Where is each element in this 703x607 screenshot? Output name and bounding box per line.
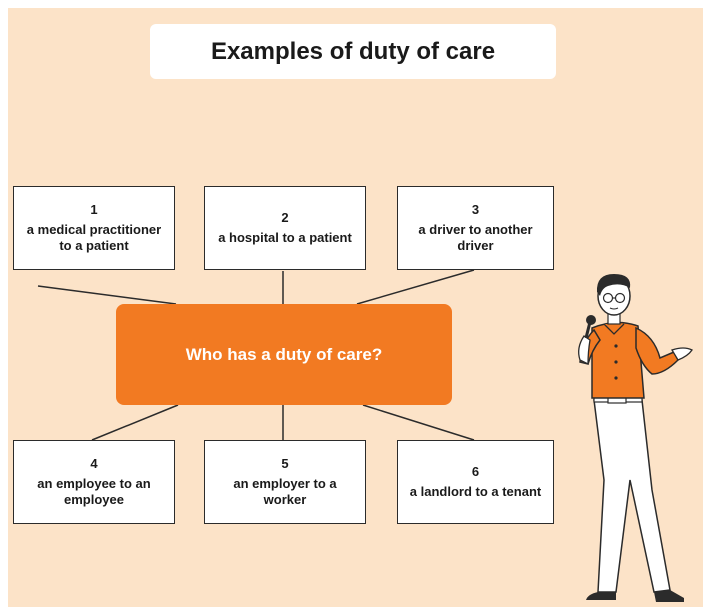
diagram-canvas: Examples of duty of care 1 a medical pra… [8,8,703,607]
card-text: a medical practitioner to a patient [26,222,162,253]
card-4: 4 an employee to an employee [13,440,175,524]
card-1: 1 a medical practitioner to a patient [13,186,175,270]
card-number: 2 [281,210,289,225]
connector-lines [37,269,475,441]
card-number: 4 [90,456,98,471]
connector-4 [91,404,179,441]
card-text: an employer to a worker [233,476,337,507]
central-question: Who has a duty of care? [116,304,452,405]
card-3: 3 a driver to another driver [397,186,554,270]
connector-1 [37,285,177,305]
card-text: an employee to an employee [37,476,151,507]
card-number: 1 [90,202,98,217]
connector-6 [362,404,475,441]
card-5: 5 an employer to a worker [204,440,366,524]
card-number: 3 [471,202,480,217]
card-text: a landlord to a tenant [409,484,542,499]
page-title: Examples of duty of care [150,24,556,79]
connector-3 [356,269,475,305]
speaker-illustration [578,274,693,602]
card-2: 2 a hospital to a patient [204,186,366,270]
card-number: 5 [281,456,289,471]
card-text: a driver to another driver [418,222,533,253]
card-6: 6 a landlord to a tenant [397,440,554,524]
card-text: a hospital to a patient [218,230,352,245]
card-number: 6 [471,464,480,479]
